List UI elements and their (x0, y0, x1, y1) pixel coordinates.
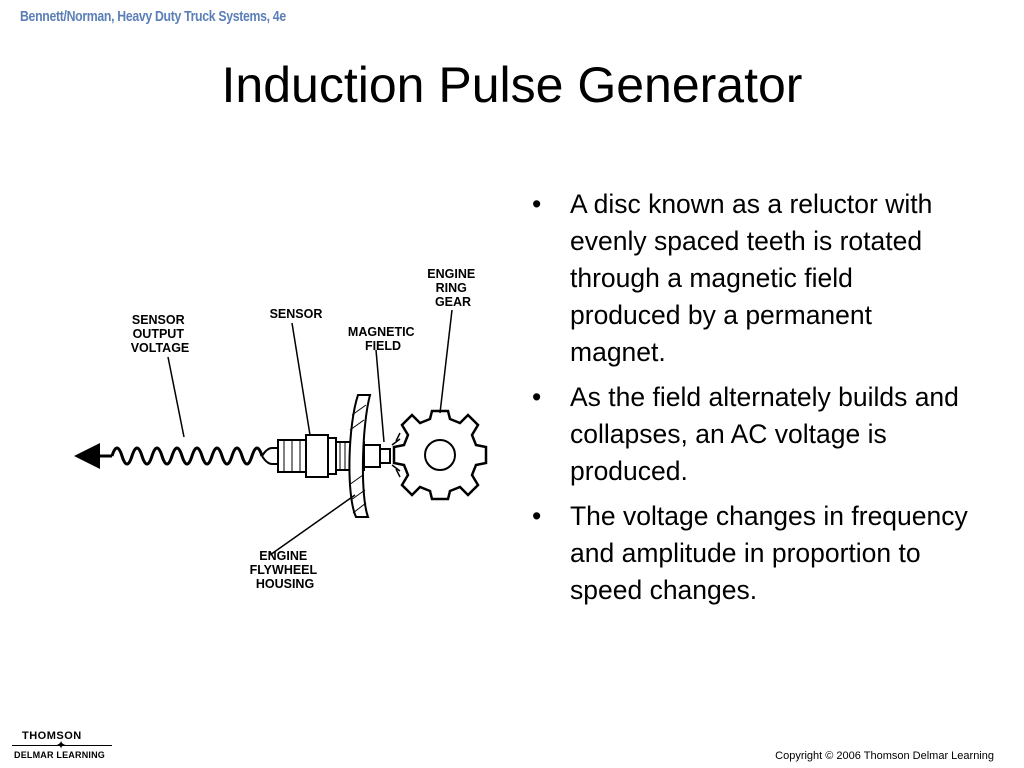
bullet-item: • The voltage changes in frequency and am… (530, 498, 970, 609)
label-sensor-output: SENSOR OUTPUT VOLTAGE (131, 313, 190, 355)
bullet-marker: • (532, 501, 542, 531)
label-engine-ring-gear: ENGINE RING GEAR (427, 267, 478, 309)
bullet-item: • A disc known as a reluctor with evenly … (530, 186, 970, 371)
output-waveform (110, 446, 264, 466)
flywheel-housing (348, 394, 372, 518)
label-sensor: SENSOR (270, 307, 323, 321)
logo-divider (12, 745, 112, 746)
copyright-notice: Copyright © 2006 Thomson Delmar Learning (775, 750, 994, 762)
star-icon: ✦ (56, 738, 67, 752)
sensor-body (277, 434, 365, 478)
bullet-list: • A disc known as a reluctor with evenly … (530, 186, 970, 617)
bullet-marker: • (532, 382, 542, 412)
ring-gear (392, 409, 488, 501)
bullet-item: • As the field alternately builds and col… (530, 379, 970, 490)
output-arrow (74, 443, 100, 469)
slide-title: Induction Pulse Generator (221, 57, 803, 113)
bullet-text: As the field alternately builds and coll… (570, 382, 959, 486)
logo-thomson-text: THOMSON (22, 730, 82, 742)
label-engine-flywheel-housing: ENGINE FLYWHEEL HOUSING (250, 549, 321, 591)
label-magnetic-field: MAGNETIC FIELD (348, 325, 418, 353)
logo-delmar-text: DELMAR LEARNING (14, 750, 105, 760)
book-reference: Bennett/Norman, Heavy Duty Truck Systems… (20, 8, 286, 25)
publisher-logo: THOMSON ✦ DELMAR LEARNING (8, 730, 118, 762)
sensor-diagram: SENSOR OUTPUT VOLTAGE SENSOR MAGNETIC FI… (60, 255, 520, 615)
bullet-marker: • (532, 189, 542, 219)
diagram-illustration: SENSOR OUTPUT VOLTAGE SENSOR MAGNETIC FI… (74, 267, 488, 591)
bullet-text: A disc known as a reluctor with evenly s… (570, 189, 933, 367)
bullet-text: The voltage changes in frequency and amp… (570, 501, 968, 605)
